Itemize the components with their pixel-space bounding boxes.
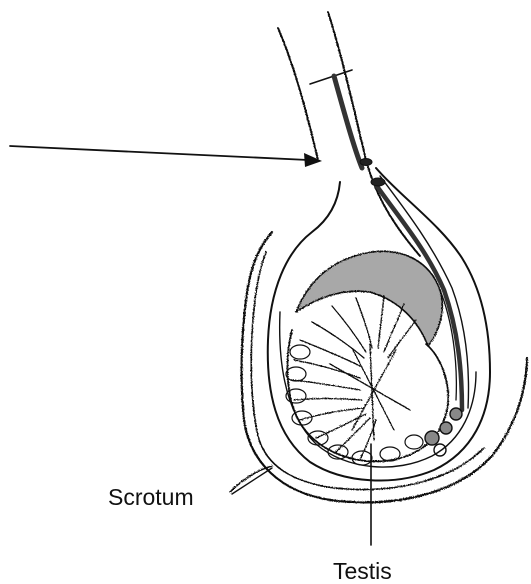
cord-cut-bottom [371, 178, 385, 186]
scrotum-leader-line [232, 468, 272, 494]
testis-label: Testis [333, 560, 392, 583]
tunica-inner [280, 312, 476, 467]
scrotum-fold [230, 466, 272, 492]
scrotum-label: Scrotum [108, 486, 194, 509]
spermatic-cord-left [278, 28, 318, 160]
tunica-outer [268, 168, 490, 480]
indicator-arrow-line [10, 146, 308, 160]
epididymis-head [296, 251, 442, 346]
spermatic-cord-right [328, 12, 420, 256]
indicator-arrowhead [304, 153, 322, 167]
cord-cut-top [360, 159, 372, 166]
